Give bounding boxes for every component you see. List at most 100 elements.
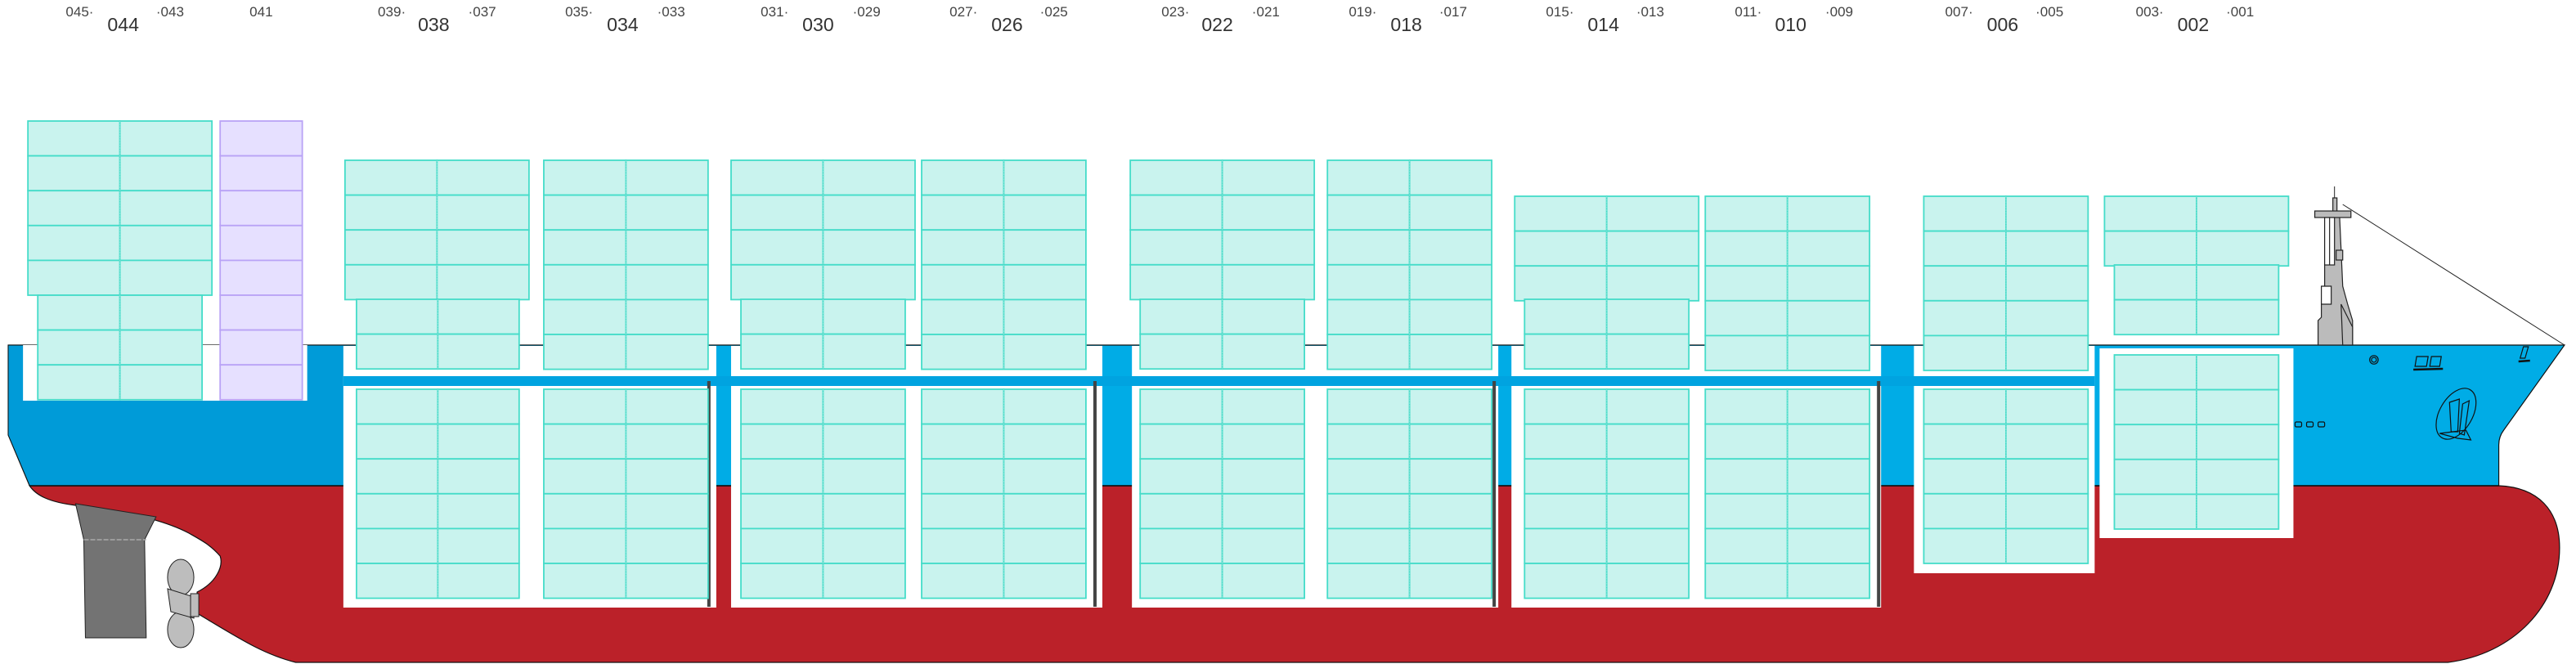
container[interactable] [730, 194, 824, 231]
container[interactable] [625, 194, 709, 231]
container[interactable] [1003, 263, 1087, 301]
container[interactable] [27, 120, 121, 157]
container[interactable] [2113, 354, 2197, 391]
container[interactable] [1786, 195, 1871, 232]
container[interactable] [1221, 563, 1305, 599]
container[interactable] [730, 263, 824, 301]
container[interactable] [625, 159, 709, 196]
container[interactable] [1524, 527, 1608, 564]
container[interactable] [1326, 492, 1411, 530]
reefer-container[interactable] [219, 224, 303, 262]
container[interactable] [625, 298, 709, 335]
reefer-container[interactable] [219, 120, 303, 157]
container[interactable] [730, 159, 824, 196]
container[interactable] [543, 194, 627, 231]
container[interactable] [543, 527, 627, 564]
container[interactable] [2196, 264, 2280, 301]
container[interactable] [1326, 423, 1411, 460]
container[interactable] [822, 388, 906, 425]
container[interactable] [1514, 230, 1608, 267]
container[interactable] [822, 527, 906, 564]
container[interactable] [119, 155, 213, 192]
container[interactable] [625, 388, 709, 425]
container[interactable] [2004, 423, 2089, 460]
container[interactable] [625, 492, 709, 530]
container[interactable] [921, 194, 1005, 231]
container[interactable] [1923, 527, 2007, 564]
container[interactable] [37, 329, 121, 366]
container[interactable] [437, 563, 520, 599]
container[interactable] [1605, 298, 1690, 335]
container[interactable] [740, 527, 824, 564]
container[interactable] [1139, 298, 1223, 335]
container[interactable] [1605, 265, 1700, 302]
container[interactable] [437, 458, 520, 495]
container[interactable] [356, 458, 439, 495]
container[interactable] [1221, 229, 1316, 266]
container[interactable] [1923, 492, 2007, 530]
container[interactable] [356, 492, 439, 530]
container[interactable] [1605, 492, 1690, 530]
container[interactable] [27, 155, 121, 192]
container[interactable] [2196, 458, 2280, 496]
container[interactable] [1408, 423, 1493, 460]
container[interactable] [1326, 298, 1411, 335]
container[interactable] [1605, 423, 1690, 460]
container[interactable] [2004, 388, 2089, 425]
container[interactable] [1786, 265, 1871, 302]
container[interactable] [1605, 333, 1690, 370]
container[interactable] [37, 294, 121, 331]
container[interactable] [1524, 298, 1608, 335]
container[interactable] [1524, 333, 1608, 370]
container[interactable] [356, 333, 439, 370]
container[interactable] [343, 263, 438, 301]
container[interactable] [2196, 424, 2280, 460]
reefer-container[interactable] [219, 155, 303, 192]
container[interactable] [2113, 388, 2197, 426]
container[interactable] [1139, 423, 1223, 460]
container[interactable] [740, 298, 824, 335]
container[interactable] [1408, 388, 1493, 425]
container[interactable] [1326, 194, 1411, 231]
container[interactable] [1221, 333, 1305, 370]
container[interactable] [2113, 298, 2197, 336]
container[interactable] [2004, 265, 2089, 302]
container[interactable] [437, 333, 520, 370]
container[interactable] [2004, 334, 2089, 371]
container[interactable] [356, 527, 439, 564]
container[interactable] [1786, 563, 1871, 599]
container[interactable] [921, 388, 1005, 425]
container[interactable] [37, 364, 121, 401]
container[interactable] [625, 229, 709, 266]
container[interactable] [1003, 194, 1087, 231]
container[interactable] [27, 224, 121, 262]
container[interactable] [1408, 298, 1493, 335]
container[interactable] [1221, 194, 1316, 231]
container[interactable] [1704, 195, 1788, 232]
container[interactable] [1408, 458, 1493, 495]
reefer-container[interactable] [219, 329, 303, 366]
container[interactable] [1221, 263, 1316, 301]
container[interactable] [1704, 423, 1788, 460]
container[interactable] [1003, 388, 1087, 425]
container[interactable] [2004, 230, 2089, 267]
container[interactable] [1408, 334, 1493, 370]
container[interactable] [1923, 265, 2007, 302]
container[interactable] [740, 563, 824, 599]
container[interactable] [436, 159, 530, 196]
container[interactable] [921, 229, 1005, 266]
container[interactable] [2004, 458, 2089, 495]
container[interactable] [822, 563, 906, 599]
container[interactable] [1221, 159, 1316, 196]
container[interactable] [921, 423, 1005, 460]
container[interactable] [1704, 334, 1788, 371]
container[interactable] [1003, 527, 1087, 564]
container[interactable] [1786, 458, 1871, 495]
container[interactable] [1003, 458, 1087, 495]
container[interactable] [343, 194, 438, 231]
container[interactable] [1129, 194, 1223, 231]
container[interactable] [1786, 492, 1871, 530]
container[interactable] [436, 229, 530, 266]
container[interactable] [437, 492, 520, 530]
container[interactable] [1003, 423, 1087, 460]
